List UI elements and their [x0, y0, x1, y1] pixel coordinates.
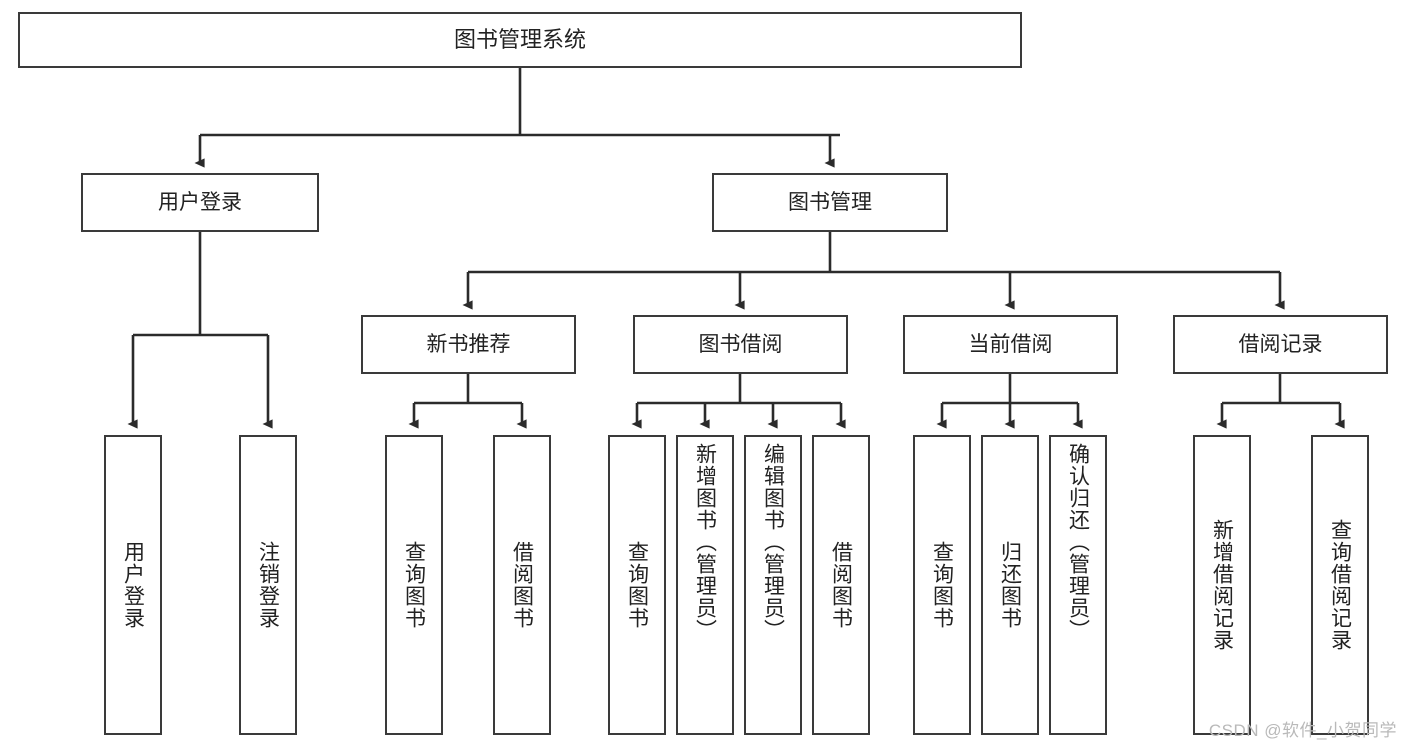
leaf-borrow-borrow-book[interactable]: 借阅图书 — [812, 435, 870, 735]
node-label: 借阅图书 — [829, 541, 853, 629]
node-label: 查询借阅记录 — [1328, 519, 1352, 651]
node-new-book-recommend[interactable]: 新书推荐 — [361, 315, 576, 374]
node-label: 当前借阅 — [968, 332, 1053, 356]
watermark: CSDN @软件_小贺同学 — [1208, 721, 1397, 740]
node-label: 新增借阅记录 — [1210, 519, 1234, 651]
leaf-recommend-query-book[interactable]: 查询图书 — [385, 435, 443, 735]
node-label: 借阅图书 — [510, 541, 534, 629]
node-root-system[interactable]: 图书管理系统 — [18, 12, 1022, 68]
node-user-login[interactable]: 用户登录 — [81, 173, 319, 232]
node-label: 查询图书 — [930, 541, 954, 629]
node-label: 归还图书 — [998, 541, 1022, 629]
leaf-recommend-borrow-book[interactable]: 借阅图书 — [493, 435, 551, 735]
node-label: 图书管理 — [788, 190, 872, 214]
leaf-user-logout[interactable]: 注销登录 — [239, 435, 297, 735]
node-label: 图书管理系统 — [453, 26, 586, 52]
node-book-borrow[interactable]: 图书借阅 — [633, 315, 848, 374]
leaf-borrow-query-book[interactable]: 查询图书 — [608, 435, 666, 735]
node-label: 查询图书 — [402, 541, 426, 629]
node-label: 注销登录 — [256, 541, 280, 629]
leaf-record-add-record[interactable]: 新增借阅记录 — [1193, 435, 1251, 735]
leaf-borrow-edit-book-admin[interactable]: 编辑图书（管理员） — [744, 435, 802, 735]
node-label: 用户登录 — [121, 541, 145, 629]
node-book-management[interactable]: 图书管理 — [712, 173, 948, 232]
node-label: 编辑图书（管理员） — [761, 443, 785, 641]
node-label: 确认归还（管理员） — [1066, 443, 1090, 641]
node-label: 借阅记录 — [1238, 332, 1323, 356]
node-label: 图书借阅 — [698, 332, 783, 356]
node-current-borrow[interactable]: 当前借阅 — [903, 315, 1118, 374]
node-label: 新增图书（管理员） — [693, 443, 717, 641]
leaf-user-login[interactable]: 用户登录 — [104, 435, 162, 735]
leaf-record-query-record[interactable]: 查询借阅记录 — [1311, 435, 1369, 735]
node-borrow-record[interactable]: 借阅记录 — [1173, 315, 1388, 374]
leaf-current-query-book[interactable]: 查询图书 — [913, 435, 971, 735]
node-label: 查询图书 — [625, 541, 649, 629]
node-label: 用户登录 — [158, 190, 242, 214]
leaf-current-confirm-return-admin[interactable]: 确认归还（管理员） — [1049, 435, 1107, 735]
leaf-borrow-add-book-admin[interactable]: 新增图书（管理员） — [676, 435, 734, 735]
node-label: 新书推荐 — [426, 332, 511, 356]
leaf-current-return-book[interactable]: 归还图书 — [981, 435, 1039, 735]
